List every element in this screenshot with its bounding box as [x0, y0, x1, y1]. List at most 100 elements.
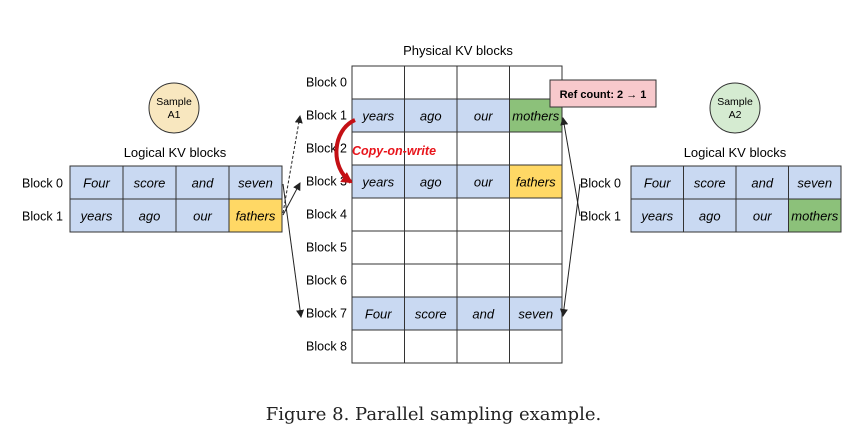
copy-on-write-label: Copy-on-write [352, 144, 436, 158]
physical-cell [351, 230, 405, 265]
left-logical-token: seven [238, 176, 273, 191]
right-logical-token: our [753, 209, 772, 224]
physical-block-label: Block 4 [306, 208, 347, 222]
figure-caption: Figure 8. Parallel sampling example. [265, 404, 602, 425]
right-logical-token: mothers [791, 209, 838, 224]
left-logical-cell [175, 165, 230, 200]
ref-count-box [549, 79, 657, 108]
left-logical-title: Logical KV blocks [124, 145, 227, 160]
parallel-sampling-diagram: Physical KV blocks years ago our mothers yea… [22, 43, 842, 364]
physical-block-label: Block 2 [306, 142, 347, 156]
sample-a2-label-line1: Sample [717, 96, 753, 108]
sample-a2-label-line2: A2 [729, 109, 742, 121]
sample-a1-circle [148, 82, 200, 134]
left-logical-cell [122, 198, 177, 233]
right-logical-cell [788, 198, 842, 233]
arrow-right-block1-to-phys1 [560, 117, 581, 217]
right-logical-title: Logical KV blocks [684, 145, 787, 160]
physical-block-label: Block 8 [306, 340, 347, 354]
physical-cell [351, 131, 405, 166]
left-logical-cell [175, 198, 230, 233]
physical-cell [509, 263, 563, 298]
right-logical-cell [630, 198, 684, 233]
physical-cell [456, 131, 510, 166]
physical-token: Four [365, 307, 392, 322]
physical-cell [456, 296, 510, 331]
physical-title: Physical KV blocks [403, 43, 513, 58]
arrow-right-block0-to-phys7 [559, 183, 581, 317]
left-logical-grid: Four score and seven years ago our fathers [69, 165, 283, 233]
physical-token: mothers [512, 109, 559, 124]
left-logical-cell [228, 165, 283, 200]
physical-block-label: Block 7 [306, 307, 347, 321]
physical-block-label: Block 6 [306, 274, 347, 288]
left-logical-token: years [80, 209, 113, 224]
physical-cell [509, 164, 563, 199]
physical-token: seven [518, 307, 553, 322]
physical-cell [456, 263, 510, 298]
physical-token: and [472, 307, 494, 322]
right-logical-cell [683, 198, 737, 233]
physical-token: our [474, 109, 493, 124]
physical-cell [404, 65, 458, 100]
physical-cell [404, 263, 458, 298]
arrow-left-block0-to-phys7 [282, 183, 305, 318]
physical-token: ago [420, 175, 442, 190]
physical-token: years [361, 175, 394, 190]
left-logical-token: fathers [236, 209, 276, 224]
physical-token: fathers [516, 175, 556, 190]
right-logical-block-label: Block 0 [580, 177, 621, 191]
physical-cell [509, 131, 563, 166]
left-logical-block-label: Block 0 [22, 177, 63, 191]
arrow-left-block1-dashed [282, 115, 303, 214]
right-logical-token: score [694, 176, 726, 191]
physical-block-label: Block 5 [306, 241, 347, 255]
ref-count-text: Ref count: 2 → 1 [560, 89, 647, 101]
left-logical-token: ago [139, 209, 161, 224]
left-logical-token: our [193, 209, 212, 224]
physical-token: score [415, 307, 447, 322]
physical-token: years [361, 109, 394, 124]
left-block-labels: Block 0 Block 1 [22, 177, 63, 224]
right-logical-block-label: Block 1 [580, 210, 621, 224]
physical-cell [351, 296, 405, 331]
physical-cell [351, 197, 405, 232]
right-logical-token: ago [699, 209, 721, 224]
sample-a1-label-line1: Sample [156, 96, 192, 108]
physical-block-label: Block 3 [306, 175, 347, 189]
physical-block-labels: Block 0 Block 1 Block 2 Block 3 Block 4 Block… [306, 76, 347, 354]
right-logical-cell [788, 165, 842, 200]
physical-block-label: Block 0 [306, 76, 347, 90]
physical-cell [456, 197, 510, 232]
left-logical-token: and [192, 176, 214, 191]
arrow-left-block1-to-phys3 [282, 182, 301, 216]
left-logical-cell [122, 165, 177, 200]
physical-cell [509, 230, 563, 265]
left-logical-token: score [134, 176, 166, 191]
physical-cell [404, 230, 458, 265]
physical-cell [351, 329, 405, 364]
left-logical-cell [228, 198, 283, 233]
physical-token: ago [420, 109, 442, 124]
physical-cell [456, 164, 510, 199]
copy-on-write-arrow [334, 118, 356, 184]
physical-cell [404, 329, 458, 364]
physical-cell [509, 329, 563, 364]
right-block-labels: Block 0 Block 1 [580, 177, 621, 224]
left-logical-cell [69, 198, 124, 233]
physical-cell [509, 197, 563, 232]
left-logical-token: Four [83, 176, 110, 191]
physical-cell [351, 263, 405, 298]
physical-cell [351, 65, 405, 100]
left-logical-block-label: Block 1 [22, 210, 63, 224]
physical-cell [456, 329, 510, 364]
right-logical-token: years [640, 209, 673, 224]
right-logical-token: Four [644, 176, 671, 191]
physical-block-label: Block 1 [306, 109, 347, 123]
right-logical-token: seven [797, 176, 832, 191]
sample-a1-label-line2: A1 [168, 109, 181, 121]
sample-a2-circle [709, 82, 761, 134]
left-logical-cell [69, 165, 124, 200]
